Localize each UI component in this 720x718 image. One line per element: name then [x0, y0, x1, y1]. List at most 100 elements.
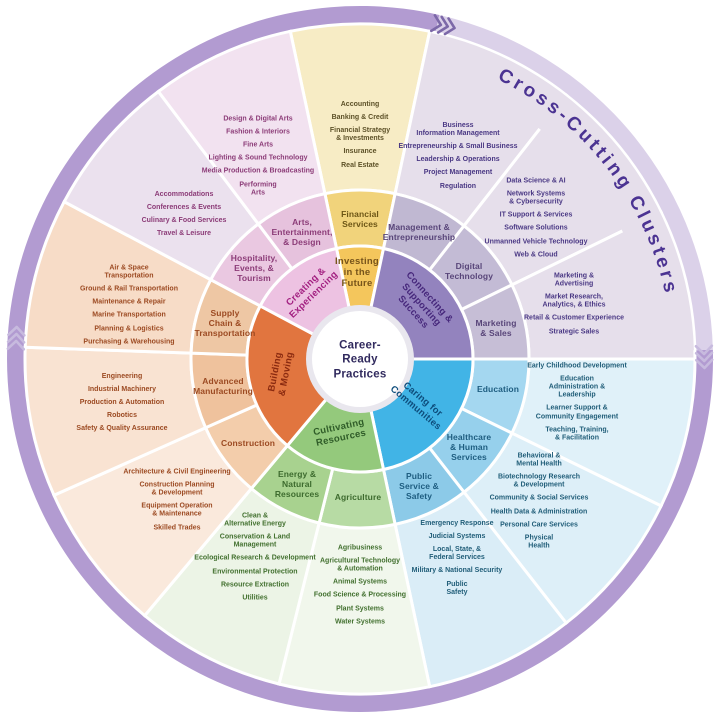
- cluster-item: Accounting: [340, 101, 380, 109]
- cluster-label-education: Education: [477, 383, 519, 394]
- cluster-item: Public Safety: [446, 580, 468, 596]
- cluster-item: Fine Arts: [242, 141, 274, 149]
- cluster-item: Project Management: [423, 169, 493, 177]
- cluster-item: Real Estate: [341, 161, 379, 169]
- cluster-item: Retail & Customer Experience: [524, 315, 624, 323]
- cluster-item: Community & Social Services: [489, 494, 589, 502]
- cluster-item: Web & Cloud: [514, 251, 558, 259]
- band-chevrons-left: [6, 325, 26, 351]
- chevron-icon: [436, 15, 450, 34]
- cluster-item: Insurance: [343, 148, 377, 156]
- cluster-label-healthcare: Healthcare & Human Services: [446, 431, 492, 463]
- cluster-label-digital: Digital Technology: [444, 260, 494, 281]
- cluster-item: Financial Strategy & Investments: [329, 127, 391, 143]
- cluster-label-energy: Energy & Natural Resources: [274, 468, 320, 500]
- cluster-item: Network Systems & Cybersecurity: [506, 190, 566, 206]
- chevron-icon: [694, 344, 714, 356]
- cluster-item: Biotechnology Research & Development: [497, 473, 581, 489]
- cluster-item: IT Support & Services: [499, 211, 573, 219]
- cluster-item: Conferences & Events: [146, 203, 222, 211]
- cluster-label-supply-chain: Supply Chain & Transportation: [194, 307, 256, 339]
- cluster-item: Ground & Rail Transportation: [79, 285, 178, 293]
- chevron-icon: [443, 17, 456, 36]
- cluster-label-hospitality: Hospitality, Events, & Tourism: [230, 252, 278, 284]
- chevron-icon: [6, 339, 26, 351]
- cluster-label-agriculture: Agriculture: [334, 491, 382, 502]
- cluster-item: Lighting & Sound Technology: [208, 154, 308, 162]
- chevron-icon: [7, 325, 26, 337]
- cluster-item: Ecological Research & Development: [194, 555, 316, 562]
- chevron-icon: [430, 14, 443, 33]
- cluster-item: Travel & Leisure: [156, 230, 212, 238]
- cluster-item: Judicial Systems: [428, 533, 486, 541]
- cluster-item: Business Information Management: [416, 122, 500, 138]
- cluster-items-healthcare: Behavioral & Mental Health Biotechnology…: [454, 453, 624, 556]
- cluster-label-arts: Arts, Entertainment, & Design: [271, 216, 333, 248]
- cluster-label-marketing: Marketing & Sales: [475, 317, 517, 338]
- cluster-item: Local, State, & Federal Services: [429, 546, 485, 562]
- cluster-item: Learner Support & Community Engagement: [535, 405, 619, 421]
- cluster-item: Teaching, Training, & Facilitation: [545, 426, 609, 442]
- cluster-item: Media Production & Broadcasting: [201, 168, 315, 176]
- cluster-item: Planning & Logistics: [94, 325, 164, 333]
- cluster-item: Production & Automation: [79, 399, 165, 407]
- cluster-item: Skilled Trades: [153, 524, 201, 532]
- cluster-item: Early Childhood Development: [527, 362, 627, 370]
- cluster-items-marketing: Marketing & Advertising Market Research,…: [499, 273, 649, 342]
- cluster-item: Clean & Alternative Energy: [224, 512, 286, 528]
- cluster-item: Data Science & AI: [506, 177, 566, 185]
- cluster-item: Regulation: [439, 182, 477, 190]
- cluster-items-financial: Accounting Banking & Credit Financial St…: [290, 101, 430, 175]
- cluster-label-construction: Construction: [220, 437, 276, 448]
- band-chevrons-top: [430, 14, 456, 36]
- cluster-items-education: Early Childhood Development Education Ad…: [497, 363, 657, 448]
- cluster-item: Utilities: [242, 594, 268, 602]
- cluster-item: Military & National Security: [411, 567, 503, 575]
- cluster-item: Software Solutions: [504, 225, 568, 233]
- cluster-item: Unmanned Vehicle Technology: [484, 238, 588, 246]
- cluster-item: Safety & Quality Assurance: [76, 425, 168, 433]
- center-label: Career- Ready Practices: [333, 339, 387, 381]
- cluster-item: Agribusiness: [337, 544, 383, 552]
- cluster-item: Personal Care Services: [500, 521, 578, 529]
- cluster-label-financial: Financial Services: [341, 208, 379, 229]
- cluster-item: Water Systems: [335, 618, 385, 626]
- cluster-item: Strategic Sales: [548, 328, 600, 336]
- cluster-item: Architecture & Civil Engineering: [123, 468, 231, 476]
- cluster-item: Engineering: [101, 373, 143, 381]
- outer-band-light: [435, 15, 713, 351]
- cluster-items-agriculture: Agribusiness Agricultural Technology & A…: [280, 545, 440, 632]
- cluster-item: Construction Planning & Development: [139, 481, 215, 497]
- cluster-item: Food Science & Processing: [313, 592, 407, 600]
- cluster-item: Market Research, Analytics, & Ethics: [542, 293, 606, 309]
- inner-label-investing: Investing in the Future: [335, 256, 379, 290]
- cluster-item: Industrial Machinery: [87, 386, 157, 394]
- cluster-item: Entrepreneurship & Small Business: [398, 143, 518, 151]
- cluster-label-public-service: Public Service & Safety: [399, 470, 439, 502]
- cluster-item: Equipment Operation & Maintenance: [141, 503, 213, 519]
- cluster-item: Physical Health: [524, 534, 554, 550]
- cluster-item: Animal Systems: [332, 578, 388, 586]
- cluster-item: Robotics: [107, 412, 137, 420]
- chevron-icon: [6, 332, 26, 344]
- cross-cutting-quadrant-cover: [428, 34, 694, 352]
- cluster-items-supply-chain: Air & Space Transportation Ground & Rail…: [44, 265, 214, 352]
- cluster-item: Health Data & Administration: [490, 508, 588, 516]
- center-circle: [312, 311, 408, 407]
- cluster-items-advanced-mfg: Engineering Industrial Machinery Product…: [37, 373, 207, 439]
- cluster-item: Leadership & Operations: [416, 156, 500, 164]
- cluster-items-hospitality: Accommodations Conferences & Events Culi…: [109, 191, 259, 243]
- cluster-items-management: Business Information Management Entrepre…: [373, 122, 543, 196]
- cluster-items-construction: Architecture & Civil Engineering Constru…: [97, 469, 257, 538]
- cluster-item: Emergency Response: [420, 520, 494, 528]
- cluster-item: Maintenance & Repair: [92, 298, 166, 306]
- cluster-item: Design & Digital Arts: [223, 115, 293, 123]
- cluster-item: Plant Systems: [336, 605, 384, 613]
- cluster-item: Resource Extraction: [220, 581, 290, 589]
- cluster-items-energy: Clean & Alternative Energy Conservation …: [170, 513, 340, 608]
- cluster-item: Air & Space Transportation: [104, 264, 154, 280]
- cluster-items-digital: Data Science & AI Network Systems & Cybe…: [451, 178, 621, 265]
- cluster-items-public-service: Emergency Response Judicial Systems Loca…: [382, 520, 532, 602]
